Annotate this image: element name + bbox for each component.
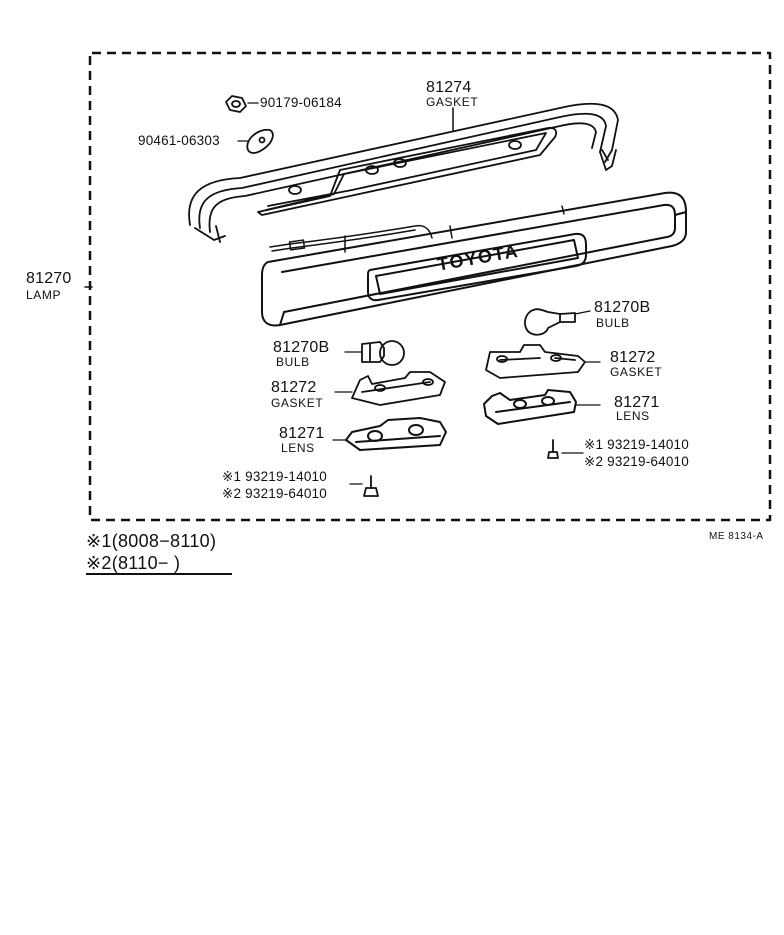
label-bulb-right-name: BULB — [596, 316, 630, 330]
label-gasket-left-number: 81272 — [271, 379, 317, 396]
label-lens-right-name: LENS — [616, 409, 650, 423]
diagram-code: ME 8134-A — [709, 531, 764, 542]
label-bulb-left-name: BULB — [276, 355, 310, 369]
gasket-left-drawing — [351, 371, 446, 406]
label-lamp-number: 81270 — [26, 270, 72, 287]
label-bulb-right-number: 81270B — [594, 299, 651, 316]
clip-drawing — [246, 128, 274, 154]
label-screw-right-variant-1: ※1 93219-14010 — [584, 437, 689, 452]
label-lens-left-number: 81271 — [279, 425, 325, 442]
label-top-gasket-name: GASKET — [426, 95, 479, 109]
label-gasket-right-name: GASKET — [610, 365, 663, 379]
label-lens-right-number: 81271 — [614, 394, 660, 411]
label-clip-part-number: 90461-06303 — [138, 133, 220, 148]
footnote-2: ※2(8110− ) — [86, 554, 232, 575]
bulb-left-drawing — [361, 340, 405, 366]
label-lamp-name: LAMP — [26, 288, 62, 302]
screw-left-drawing — [363, 475, 379, 497]
label-gasket-left-name: GASKET — [271, 396, 324, 410]
lamp-housing-drawing — [261, 191, 687, 327]
label-bulb-left-number: 81270B — [273, 339, 330, 356]
footnote-1: ※1(8008−8110) — [86, 531, 217, 551]
bulb-right-drawing — [524, 308, 576, 336]
lens-left-drawing — [345, 417, 447, 451]
gasket-right-drawing — [485, 344, 586, 379]
top-gasket-drawing — [188, 102, 619, 243]
label-screw-left-variant-1: ※1 93219-14010 — [222, 469, 327, 484]
nut-drawing — [225, 95, 247, 113]
label-gasket-right-number: 81272 — [610, 349, 656, 366]
label-top-gasket-number: 81274 — [426, 79, 472, 96]
label-lens-left-name: LENS — [281, 441, 315, 455]
label-screw-right-variant-2: ※2 93219-64010 — [584, 454, 689, 469]
assembly-boundary — [88, 51, 772, 522]
lens-right-drawing — [483, 389, 577, 425]
wire-harness-drawing — [269, 205, 565, 253]
label-screw-left-variant-2: ※2 93219-64010 — [222, 486, 327, 501]
label-nut-part-number: 90179-06184 — [260, 95, 342, 110]
screw-right-drawing — [547, 439, 559, 459]
